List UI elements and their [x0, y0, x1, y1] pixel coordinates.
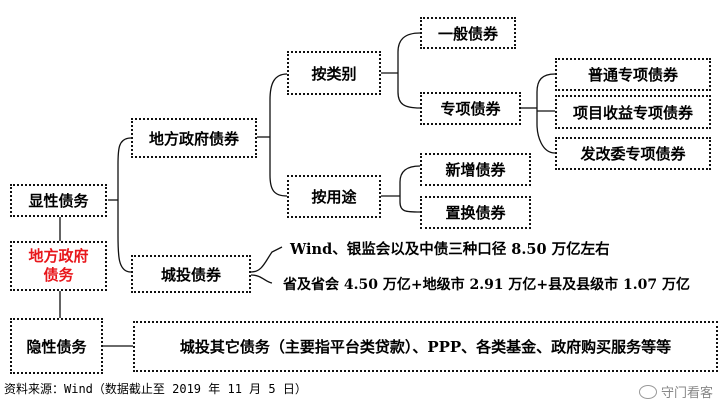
wechat-icon [638, 384, 657, 399]
local-government-bonds-label: 地方政府债券 [148, 129, 239, 148]
ordinary-special-bonds-box: 普通专项债券 [555, 58, 711, 91]
replacement-bonds-label: 置换债券 [445, 204, 506, 222]
local-government-debt-line2: 债务 [43, 266, 74, 284]
general-bonds-box: 一般债券 [420, 17, 516, 49]
special-bonds-label: 专项债券 [440, 100, 501, 118]
chengtou-bonds-label: 城投债券 [160, 265, 221, 284]
by-category-label: 按类别 [311, 64, 357, 83]
ndrc-special-bonds-box: 发改委专项债券 [555, 137, 711, 170]
special-bonds-box: 专项债券 [420, 92, 521, 125]
ordinary-special-bonds-label: 普通专项债券 [587, 66, 678, 84]
hidden-debt-detail-label: 城投其它债务（主要指平台类贷款）、PPP、各类基金、政府购买服务等等 [179, 338, 672, 356]
general-bonds-label: 一般债券 [437, 24, 498, 43]
hidden-debt-box: 隐性债务 [10, 318, 103, 374]
new-bonds-label: 新增债券 [445, 161, 506, 179]
chengtou-bonds-box: 城投债券 [131, 255, 251, 293]
by-use-box: 按用途 [287, 175, 381, 218]
chengtou-split-note: 省及省会 4.50 万亿+地级市 2.91 万亿+县及县级市 1.07 万亿 [283, 277, 690, 293]
hidden-debt-label: 隐性债务 [26, 337, 87, 356]
chengtou-total-note: Wind、银监会以及中债三种口径 8.50 万亿左右 [290, 241, 610, 258]
source-note: 资料来源：Wind（数据截止至 2019 年 11 月 5 日） [4, 382, 307, 396]
new-bonds-box: 新增债券 [420, 153, 531, 186]
local-government-bonds-box: 地方政府债券 [131, 118, 257, 158]
by-use-label: 按用途 [311, 188, 357, 206]
project-revenue-special-bonds-label: 项目收益专项债券 [572, 103, 693, 122]
explicit-debt-label: 显性债务 [28, 192, 89, 210]
local-government-debt-line1: 地方政府 [28, 247, 89, 265]
by-category-box: 按类别 [287, 51, 381, 95]
local-government-debt-box: 地方政府 债务 [10, 241, 107, 291]
explicit-debt-box: 显性债务 [10, 184, 107, 217]
project-revenue-special-bonds-box: 项目收益专项债券 [555, 95, 711, 129]
ndrc-special-bonds-label: 发改委专项债券 [580, 145, 686, 163]
hidden-debt-detail-box: 城投其它债务（主要指平台类贷款）、PPP、各类基金、政府购买服务等等 [133, 321, 718, 372]
watermark-text: 守门看客 [660, 386, 713, 401]
replacement-bonds-box: 置换债券 [420, 196, 531, 229]
watermark: 守门看客 [638, 382, 713, 401]
